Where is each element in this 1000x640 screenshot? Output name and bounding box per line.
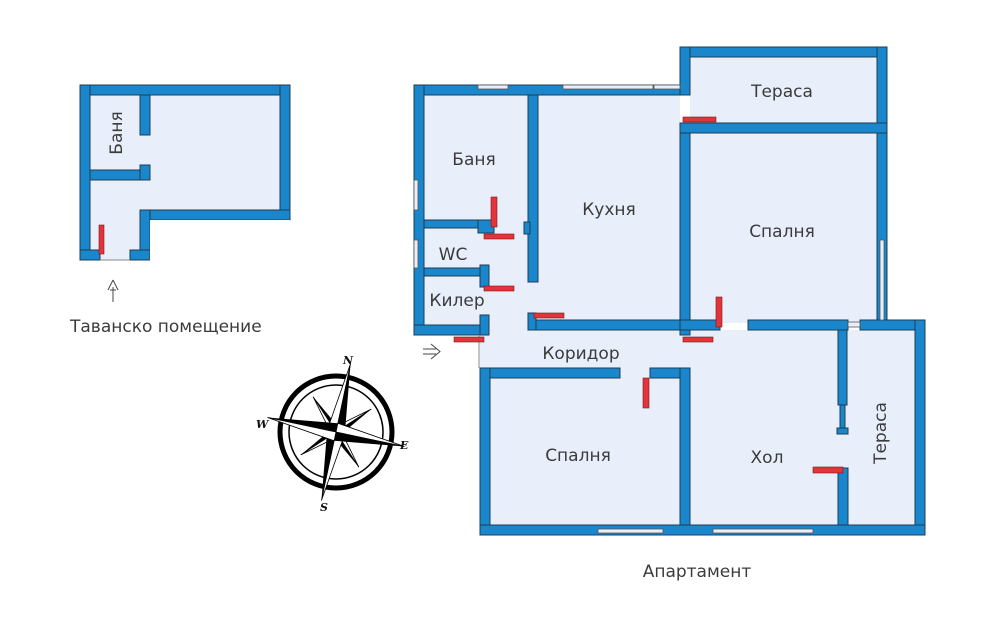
compass-e: E: [399, 439, 409, 452]
up-arrow-icon: [107, 279, 119, 302]
compass-rose-icon: N S E W: [256, 354, 409, 514]
compass-n: N: [342, 354, 354, 367]
door-kitchen: [533, 312, 565, 319]
attic-caption: Таванско помещение: [69, 317, 262, 337]
room-label-kitchen: Кухня: [582, 200, 636, 220]
apartment-plan: Баня WC Килер Кухня Тераса Спалня Коридо…: [413, 46, 926, 582]
room-label-terrace-east: Тераса: [871, 402, 891, 465]
door-terrace-east: [812, 466, 844, 474]
apartment-caption: Апартамент: [643, 562, 752, 582]
room-label-attic-bath: Баня: [107, 111, 127, 154]
compass-s: S: [320, 501, 328, 514]
room-label-storage: Килер: [429, 291, 484, 311]
room-label-living: Хол: [751, 448, 784, 468]
door-entrance: [453, 336, 485, 343]
compass-w: W: [256, 418, 270, 431]
door-bedroom-south: [642, 377, 650, 409]
attic-plan: Баня Таванско помещение: [69, 84, 291, 337]
door-bath: [490, 196, 498, 228]
room-label-bath: Баня: [452, 150, 495, 170]
door-bedroom-east: [715, 296, 723, 328]
room-label-bedroom-south: Спалня: [545, 446, 611, 466]
room-label-wc: WC: [439, 245, 468, 265]
room-label-terrace-north: Тераса: [750, 82, 813, 102]
room-label-bedroom-east: Спалня: [749, 222, 815, 242]
door-terrace-north: [682, 116, 717, 123]
room-label-corridor: Коридор: [542, 344, 619, 364]
right-arrow-icon: [423, 343, 441, 360]
door-wc: [483, 233, 515, 240]
door-storage: [483, 285, 515, 292]
door-living: [682, 336, 714, 343]
attic-door: [98, 224, 105, 255]
